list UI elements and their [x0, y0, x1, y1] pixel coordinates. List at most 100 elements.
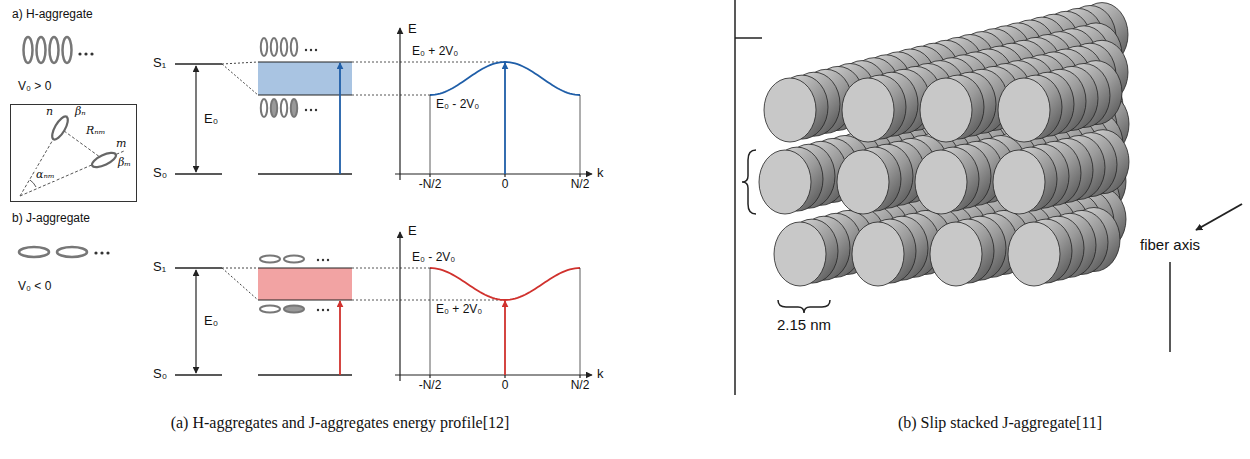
diagram-label: k	[597, 367, 604, 382]
diagram-label: E₀	[204, 314, 218, 329]
splitting-line	[222, 268, 258, 300]
exciton-band	[258, 268, 352, 300]
diagram-label: k	[597, 166, 604, 181]
diagram-label: -N/2	[419, 379, 442, 393]
diagram-label: b) J-aggregate	[12, 212, 90, 226]
band-edge	[258, 299, 352, 300]
molecule	[260, 256, 280, 263]
diagram-label: S₀	[153, 166, 167, 181]
axis-tick	[504, 174, 505, 177]
diagram-label: E₀ - 2V₀	[412, 251, 455, 265]
axis-tick	[429, 375, 430, 378]
diagram-label: E₀ + 2V₀	[436, 303, 482, 317]
molecule	[90, 150, 118, 170]
ellipsis-dot	[78, 52, 81, 55]
disc-molecule	[930, 222, 982, 286]
inset-box: nβₙRₙₘmβₘαₙₘ	[10, 104, 137, 202]
y-axis	[399, 28, 400, 180]
diagram-label: S₁	[153, 260, 166, 275]
molecule	[271, 99, 277, 117]
diagram-label: -N/2	[419, 178, 442, 192]
ground-level	[258, 374, 352, 376]
x-axis	[395, 374, 592, 375]
frame-line	[734, 0, 736, 395]
geometry-label: Rₙₘ	[85, 125, 107, 137]
molecule	[271, 38, 277, 56]
disc-molecule	[1008, 222, 1060, 286]
molecule	[261, 99, 267, 117]
molecule	[24, 37, 33, 63]
splitting-line	[222, 64, 258, 95]
energy-level	[175, 173, 222, 175]
frame-line	[1169, 262, 1171, 352]
fiber-stacks	[759, 3, 1129, 286]
ellipsis-dot	[305, 109, 307, 111]
axis-tick	[504, 375, 505, 378]
band-edge	[258, 94, 352, 95]
diagram-label: 0	[502, 178, 509, 192]
diagram-label: E	[408, 224, 417, 239]
y-axis	[399, 232, 400, 381]
k0-arrow	[504, 301, 506, 375]
brace	[742, 150, 756, 214]
energy-gap-arrow	[195, 66, 196, 172]
diagram-label: E₀ + 2V₀	[412, 45, 458, 59]
ellipsis-dot	[100, 251, 103, 254]
geometry-label: βₘ	[117, 157, 132, 169]
disc-molecule	[998, 78, 1050, 142]
molecule	[284, 256, 304, 263]
molecule	[260, 306, 280, 313]
frame-line	[735, 37, 762, 39]
guide-line	[352, 300, 505, 301]
dimension-label: 2.15 nm	[777, 316, 831, 333]
diagram-label: V₀ > 0	[18, 80, 51, 94]
molecule	[291, 38, 297, 56]
molecule	[37, 37, 46, 63]
molecule	[19, 247, 49, 257]
ground-level	[258, 173, 352, 175]
figure-caption: (a) H-aggregates and J-aggregates energy…	[171, 414, 510, 432]
ellipsis-dot	[310, 109, 312, 111]
exciton-band	[258, 62, 352, 95]
molecule	[281, 38, 287, 56]
diagram-label: S₀	[153, 367, 167, 382]
dimension-label: fiber axis	[1140, 236, 1200, 253]
geometry-label: n	[45, 106, 54, 118]
ellipsis-dot	[106, 251, 109, 254]
k0-arrow	[504, 63, 506, 174]
zone-boundary	[430, 95, 431, 174]
molecule	[284, 306, 304, 313]
band-edge	[258, 61, 352, 62]
energy-level	[175, 267, 222, 269]
disc-molecule	[774, 222, 826, 286]
diagram-label: 0	[502, 379, 509, 393]
ellipsis-dot	[310, 49, 312, 51]
axis-tick	[579, 375, 580, 378]
brace	[778, 300, 830, 313]
guide-line	[352, 268, 430, 269]
ellipsis-dot	[84, 52, 87, 55]
energy-gap-arrow	[195, 270, 196, 373]
disc-molecule	[842, 78, 894, 142]
ellipsis-dot	[317, 309, 319, 311]
axis-tick	[579, 174, 580, 177]
ellipsis-dot	[315, 109, 317, 111]
figure-caption: (b) Slip stacked J-aggregate[11]	[898, 414, 1102, 432]
x-axis	[395, 173, 592, 174]
diagram-label: E	[408, 22, 417, 37]
dispersion-curve	[430, 268, 580, 300]
splitting-line	[222, 268, 258, 269]
diagram-label: N/2	[571, 178, 590, 192]
ellipsis-dot	[94, 251, 97, 254]
transition-arrow	[339, 301, 341, 375]
ellipsis-dot	[327, 309, 329, 311]
disc-molecule	[759, 150, 811, 214]
ellipsis-dot	[322, 309, 324, 311]
zone-boundary	[580, 268, 581, 375]
band-edge	[258, 267, 352, 268]
energy-level	[175, 374, 222, 376]
zone-boundary	[580, 95, 581, 174]
ellipsis-dot	[305, 49, 307, 51]
ellipsis-dot	[322, 259, 324, 261]
